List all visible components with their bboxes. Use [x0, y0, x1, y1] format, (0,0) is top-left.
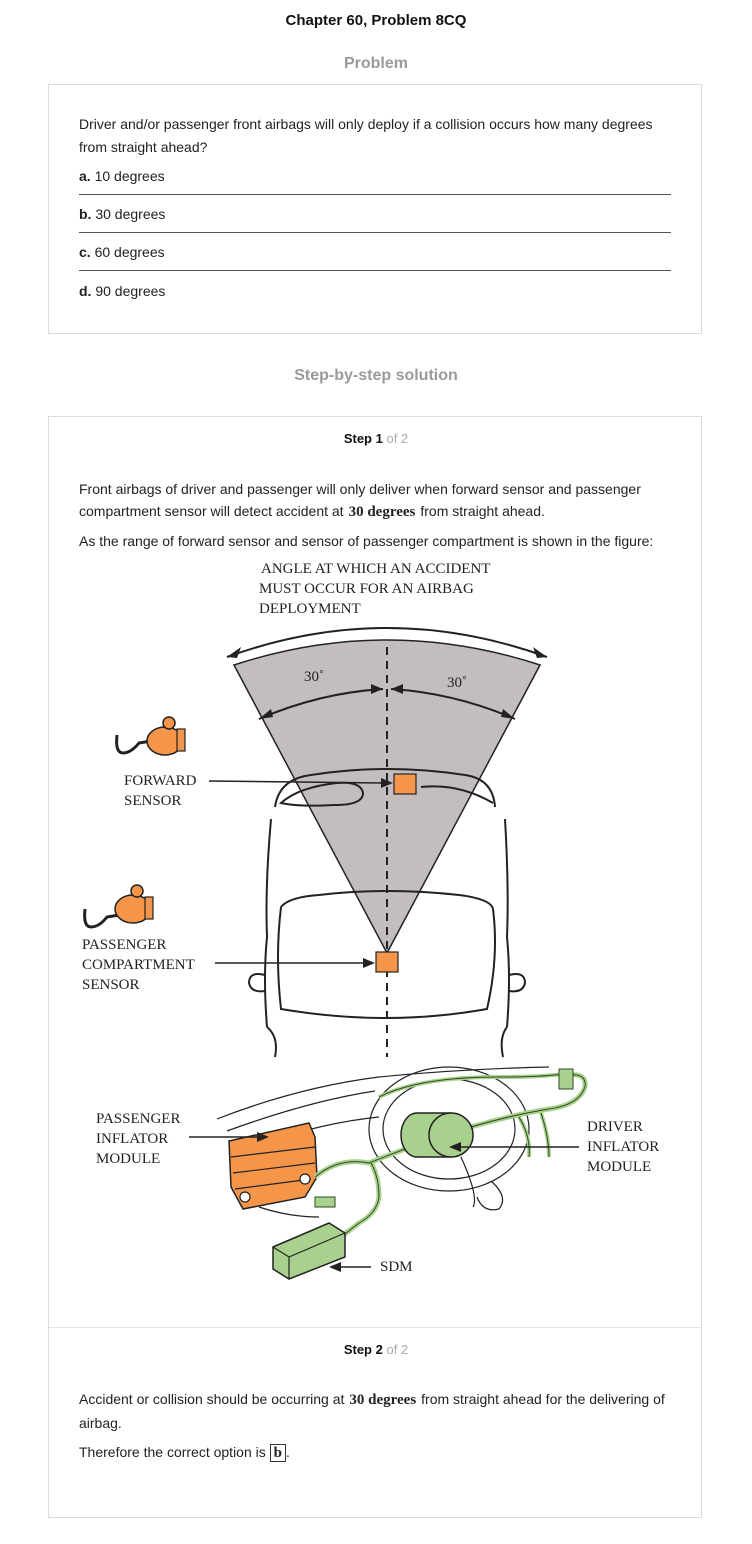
step1-header: Step 1 of 2 — [49, 431, 703, 446]
option-c[interactable]: c. 60 degrees — [79, 233, 671, 271]
arrow-head — [259, 709, 273, 719]
sdm-module — [272, 1222, 346, 1280]
option-text: 60 degrees — [94, 244, 165, 260]
option-letter: a. — [79, 168, 91, 184]
dashboard-outline — [216, 1066, 550, 1218]
forward-sensor-icon — [115, 716, 186, 756]
arrow-head — [533, 647, 547, 658]
page-title: Chapter 60, Problem 8CQ — [285, 12, 467, 29]
airbag-deployment-figure: ANGLE AT WHICH AN ACCIDENT MUST OCCUR FO… — [82, 561, 659, 1280]
passenger-sensor-label-2: COMPARTMENT — [82, 957, 195, 973]
driver-inflator-module — [400, 1112, 474, 1158]
driver-inflator-label-2: INFLATOR — [587, 1139, 659, 1155]
option-text: 30 degrees — [95, 206, 166, 222]
passenger-sensor-block — [375, 951, 399, 973]
option-text: 90 degrees — [95, 283, 166, 299]
step2-label: Step 2 — [343, 1342, 383, 1357]
conclusion-text: Therefore the correct option is — [79, 1444, 266, 1460]
forward-sensor-label-2: SENSOR — [124, 793, 182, 809]
step2-text-b: from straight ahead for the delivering o… — [79, 1391, 665, 1431]
arrow-head — [501, 709, 515, 719]
arrow-head — [257, 1132, 269, 1142]
option-b[interactable]: b. 30 degrees — [79, 195, 671, 233]
question-text: Driver and/or passenger front airbags wi… — [79, 116, 653, 155]
wiring-harness — [313, 1068, 588, 1239]
step1-of: of 2 — [386, 431, 409, 446]
sdm-label: SDM — [380, 1259, 413, 1275]
problem-card: Driver and/or passenger front airbags wi… — [48, 84, 702, 334]
option-text: 10 degrees — [94, 168, 165, 184]
solution-card: Step 1 of 2 Front airbags of driver and … — [48, 416, 702, 1518]
arrow-head — [227, 647, 241, 658]
left-angle-label: 30˚ — [304, 669, 324, 685]
conclusion-period: . — [286, 1444, 290, 1460]
option-letter: d. — [79, 283, 92, 299]
step-divider — [49, 1327, 701, 1328]
option-a[interactable]: a. 10 degrees — [79, 157, 671, 195]
figure-title-line-1: ANGLE AT WHICH AN ACCIDENT — [261, 561, 490, 577]
step1-paragraph: Front airbags of driver and passenger wi… — [79, 478, 679, 523]
answer-box: b — [269, 1444, 286, 1462]
step1-emphasis: 30 degrees — [348, 504, 416, 520]
right-angle-label: 30˚ — [447, 675, 467, 691]
right-angle-arc — [390, 688, 516, 720]
arrow-head — [381, 778, 393, 788]
step1-figure-intro: As the range of forward sensor and senso… — [79, 533, 654, 549]
option-d[interactable]: d. 90 degrees — [79, 272, 671, 310]
solution-heading: Step-by-step solution — [294, 367, 458, 384]
arrow-head — [391, 684, 403, 694]
option-letter: c. — [79, 244, 91, 260]
step2-emphasis: 30 degrees — [349, 1392, 417, 1408]
arrow-head — [449, 1142, 461, 1152]
step1-text-b: from straight ahead. — [420, 503, 545, 519]
left-angle-arc — [258, 688, 384, 720]
passenger-inflator-label-2: INFLATOR — [96, 1131, 168, 1147]
figure-title-line-2: MUST OCCUR FOR AN AIRBAG — [259, 581, 474, 597]
passenger-inflator-label-1: PASSENGER — [96, 1111, 180, 1127]
deployment-sector — [232, 639, 542, 955]
driver-inflator-label-1: DRIVER — [587, 1119, 643, 1135]
forward-sensor-pointer — [208, 780, 386, 784]
driver-inflator-label-3: MODULE — [587, 1159, 651, 1175]
step2-of: of 2 — [386, 1342, 409, 1357]
option-letter: b. — [79, 206, 92, 222]
passenger-sensor-label-1: PASSENGER — [82, 937, 166, 953]
arrow-head — [363, 958, 375, 968]
passenger-sensor-icon — [83, 884, 154, 929]
step2-text-a: Accident or collision should be occurrin… — [79, 1391, 345, 1407]
step2-header: Step 2 of 2 — [49, 1342, 703, 1357]
forward-sensor-block — [393, 773, 417, 795]
problem-heading: Problem — [343, 55, 408, 72]
step2-paragraph: Accident or collision should be occurrin… — [79, 1388, 679, 1435]
forward-sensor-label-1: FORWARD — [124, 773, 197, 789]
passenger-inflator-module — [228, 1122, 318, 1210]
figure-title-line-3: DEPLOYMENT — [259, 601, 361, 617]
step2-conclusion: Therefore the correct option is b. — [79, 1441, 679, 1463]
step1-label: Step 1 — [343, 431, 383, 446]
outer-arc — [226, 627, 548, 658]
arrow-head — [329, 1262, 341, 1272]
passenger-inflator-label-3: MODULE — [96, 1151, 160, 1167]
step1-text-a: Front airbags of driver and passenger wi… — [79, 481, 641, 519]
passenger-sensor-label-3: SENSOR — [82, 977, 140, 993]
arrow-head — [371, 684, 383, 694]
